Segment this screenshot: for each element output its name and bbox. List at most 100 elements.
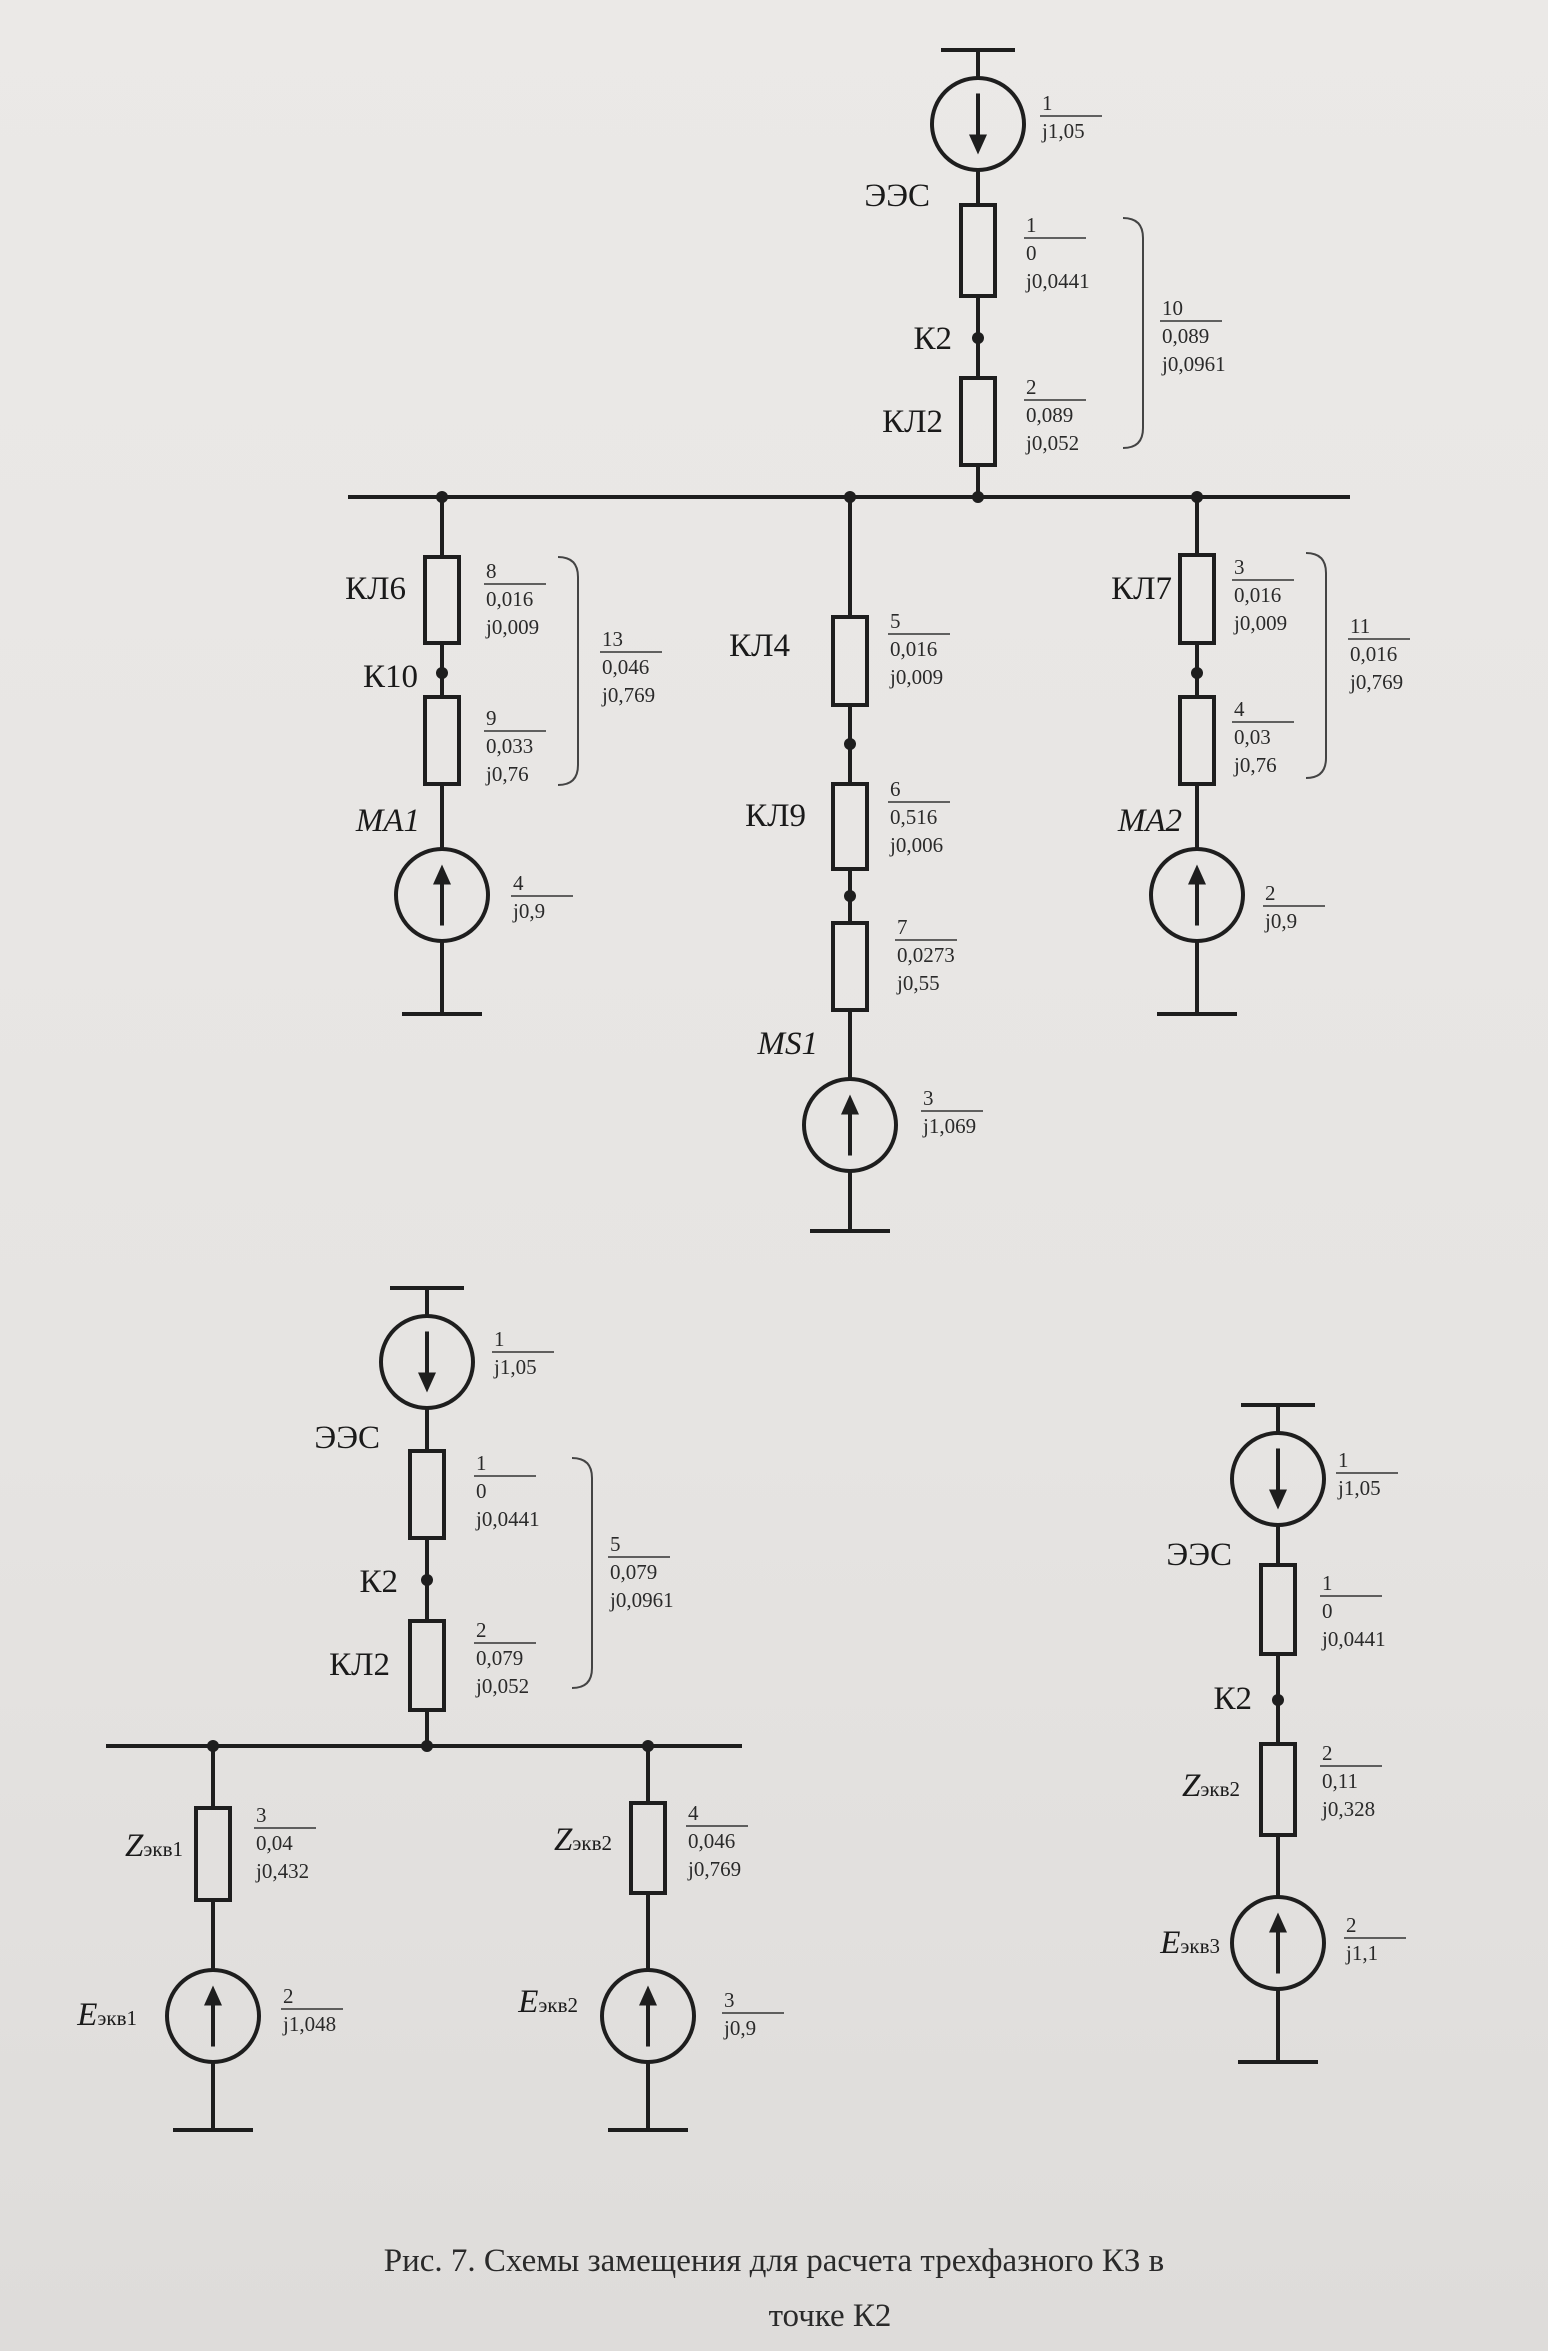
impedance-value: j0,328 <box>1321 1797 1375 1821</box>
source-circle <box>165 1968 261 2064</box>
resistor-2-2 <box>408 1619 446 1712</box>
label-ma2: МА2 <box>1117 803 1182 839</box>
resistor-3-1 <box>1259 1563 1297 1656</box>
label-e-ekv2: Eэкв2 <box>517 1984 578 2020</box>
arrow-head <box>1269 1912 1287 1933</box>
value-2-resistor-1: 1 0 j0,0441 <box>474 1451 540 1531</box>
source-ees-3 <box>1230 1431 1326 1527</box>
impedance-value: 0 <box>1026 241 1037 265</box>
impedance-value: j0,0441 <box>1321 1627 1386 1651</box>
element-number: 1 <box>494 1327 505 1351</box>
impedance-value: j0,769 <box>687 1857 741 1881</box>
resistor-z-ekv1 <box>194 1806 232 1902</box>
impedance-value: 0,033 <box>486 734 533 758</box>
impedance-value: j0,432 <box>255 1859 309 1883</box>
impedance-value: 0,11 <box>1322 1769 1358 1793</box>
label-ees-2: ЭЭС <box>314 1420 380 1456</box>
arrow-head <box>841 1094 859 1115</box>
impedance-value: 0,079 <box>476 1646 523 1670</box>
bracket-5 <box>571 1457 593 1689</box>
node-dot <box>844 738 856 750</box>
bracket-11 <box>1305 552 1327 779</box>
element-number: 3 <box>724 1988 735 2012</box>
impedance-value: j0,0441 <box>1025 269 1090 293</box>
caption-line-1: Рис. 7. Схемы замещения для расчета трех… <box>384 2243 1164 2279</box>
impedance-value: j0,009 <box>485 615 539 639</box>
impedance-value: j0,052 <box>475 1674 529 1698</box>
label-kl4: КЛ4 <box>729 628 790 664</box>
arrow-head <box>639 1985 657 2006</box>
value-src-1: 1j1,05 <box>1040 91 1102 143</box>
impedance-value: j0,9 <box>1264 909 1297 933</box>
impedance-value: 0,0273 <box>897 943 955 967</box>
label-ees: ЭЭС <box>864 178 930 214</box>
impedance-value: j0,006 <box>889 833 943 857</box>
source-ees-2 <box>379 1314 475 1410</box>
element-number: 7 <box>897 915 908 939</box>
impedance-value: j1,05 <box>493 1355 537 1379</box>
resistor-6 <box>831 782 869 871</box>
resistor-3 <box>1178 553 1216 645</box>
impedance-value: j1,1 <box>1345 1941 1378 1965</box>
node-dot <box>207 1740 219 1752</box>
element-number: 13 <box>602 627 623 651</box>
impedance-value: 0 <box>476 1479 487 1503</box>
node-dot <box>421 1574 433 1586</box>
source-e-ekv1 <box>165 1968 261 2064</box>
source-e-ekv2 <box>600 1968 696 2064</box>
value-3-src-1: 1j1,05 <box>1336 1448 1398 1500</box>
element-number: 3 <box>256 1803 267 1827</box>
label-k10: К10 <box>363 659 418 695</box>
arrow-head <box>1269 1489 1287 1510</box>
value-src-4: 4j0,9 <box>511 871 573 923</box>
labels-layer: ЭЭСК2КЛ21j1,0510j0,044120,089j0,052100,0… <box>76 91 1410 2334</box>
impedance-value: 0,089 <box>1162 324 1209 348</box>
resistor-1 <box>959 203 997 298</box>
components-layer <box>165 76 1326 2064</box>
element-number: 2 <box>1265 881 1276 905</box>
impedance-value: 0,089 <box>1026 403 1073 427</box>
impedance-value: j0,0441 <box>475 1507 540 1531</box>
node-dot <box>642 1740 654 1752</box>
impedance-value: 0,03 <box>1234 725 1271 749</box>
source-ees <box>930 76 1026 172</box>
arrow-head <box>204 1985 222 2006</box>
element-number: 2 <box>283 1984 294 2008</box>
label-kl6: КЛ6 <box>345 571 406 607</box>
resistor-3-2 <box>1259 1742 1297 1837</box>
impedance-value: 0 <box>1322 1599 1333 1623</box>
label-k2-2: К2 <box>359 1564 398 1600</box>
source-circle <box>930 76 1026 172</box>
element-number: 1 <box>476 1451 487 1475</box>
element-number: 3 <box>923 1086 934 1110</box>
source-ma2 <box>1149 847 1245 943</box>
node-dot <box>436 667 448 679</box>
impedance-value: 0,04 <box>256 1831 293 1855</box>
element-number: 8 <box>486 559 497 583</box>
label-z-ekv2: Zэкв2 <box>554 1822 612 1858</box>
impedance-value: j0,0961 <box>1161 352 1226 376</box>
impedance-value: j0,9 <box>512 899 545 923</box>
element-number: 5 <box>610 1532 621 1556</box>
impedance-value: j0,009 <box>1233 611 1287 635</box>
resistor-2 <box>959 376 997 467</box>
element-number: 9 <box>486 706 497 730</box>
element-number: 4 <box>1234 697 1245 721</box>
bracket-10 <box>1122 217 1144 449</box>
arrow-head <box>418 1372 436 1393</box>
element-number: 2 <box>1322 1741 1333 1765</box>
label-e-ekv3: Eэкв3 <box>1159 1925 1220 1961</box>
node-dot <box>1272 1694 1284 1706</box>
value-3-resistor-2: 2 0,11 j0,328 <box>1320 1741 1382 1821</box>
source-e-ekv3 <box>1230 1895 1326 1991</box>
impedance-value: 0,016 <box>890 637 937 661</box>
bracket-13 <box>557 556 579 786</box>
source-circle <box>394 847 490 943</box>
element-number: 5 <box>890 609 901 633</box>
